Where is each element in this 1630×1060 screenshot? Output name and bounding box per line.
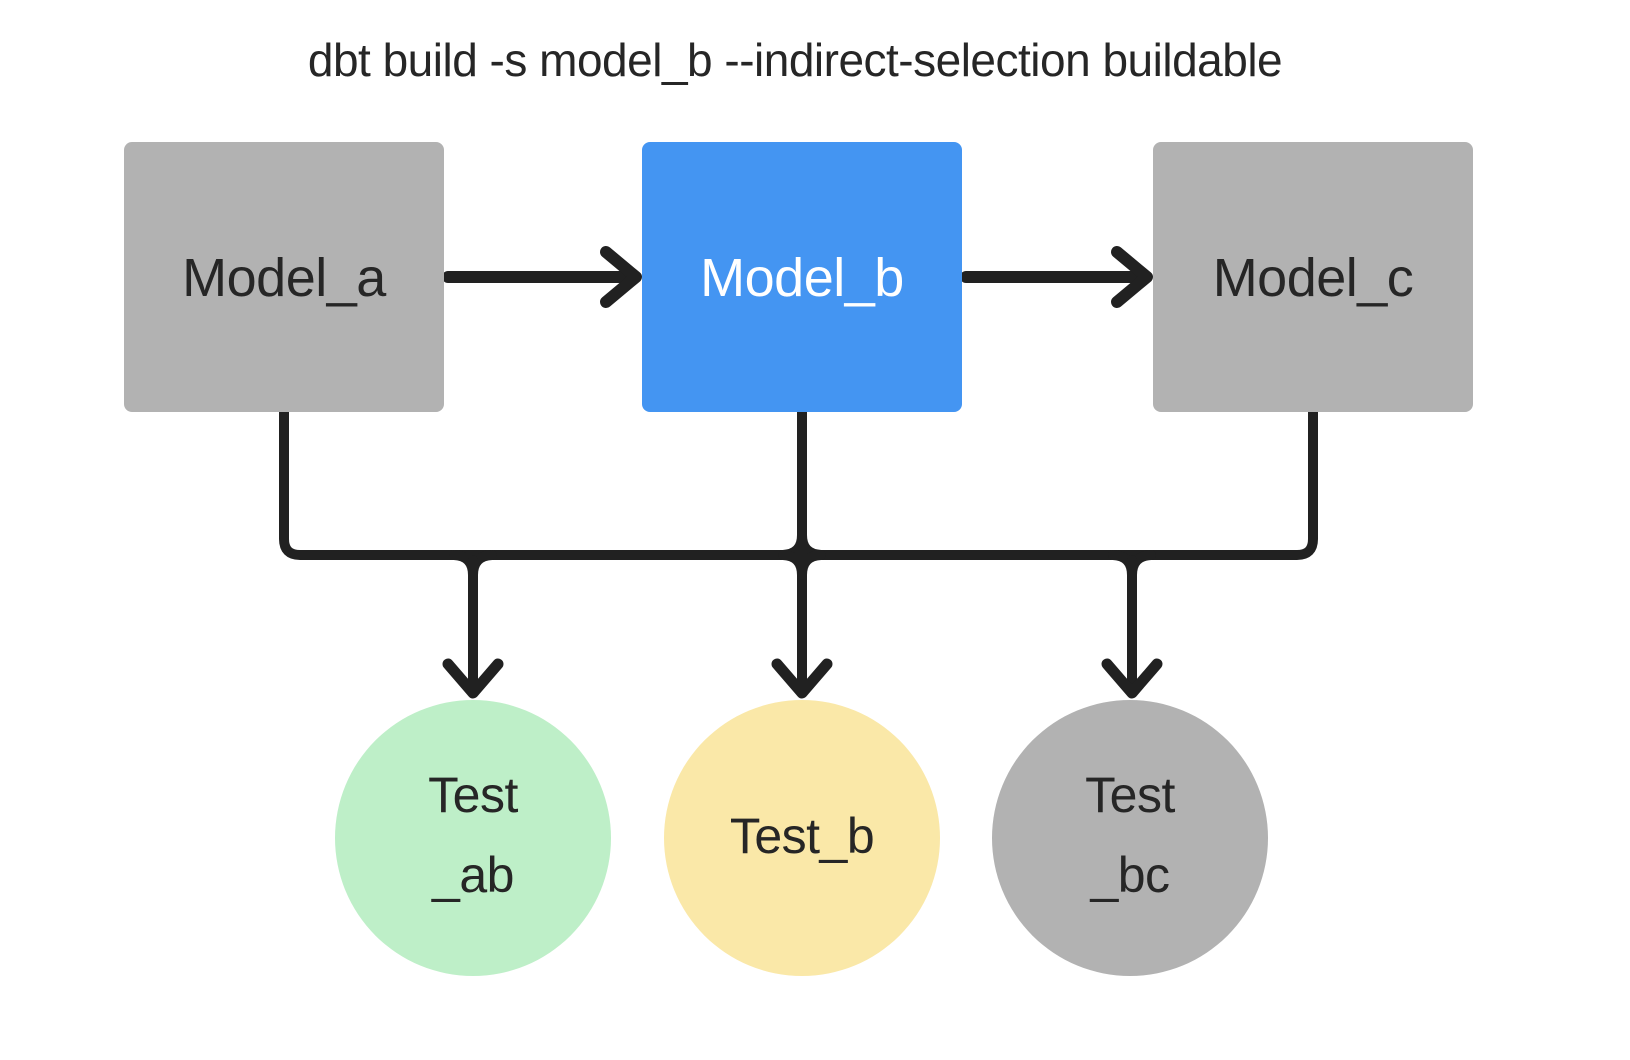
node-test-bc-label-line1: Test	[1085, 767, 1175, 823]
test-edge-tree	[279, 407, 1318, 699]
node-model-b-label: Model_b	[700, 248, 904, 308]
model-arrows	[442, 246, 1153, 308]
node-test-ab	[335, 700, 611, 976]
node-model-c	[1153, 142, 1473, 412]
diagram-title: dbt build -s model_b --indirect-selectio…	[308, 34, 1282, 86]
node-test-bc	[992, 700, 1268, 976]
node-model-b-selected	[642, 142, 962, 412]
node-test-b-label: Test_b	[730, 808, 874, 864]
test-nodes: Test _ab Test_b Test _bc	[335, 700, 1268, 976]
node-model-a	[124, 142, 444, 412]
arrowhead-test-bc-icon	[1101, 658, 1163, 699]
model-nodes: Model_a Model_b Model_c	[124, 142, 1473, 412]
node-model-c-label: Model_c	[1213, 248, 1414, 308]
node-model-a-label: Model_a	[182, 248, 387, 308]
arrowhead-model-b-to-model-c-icon	[1111, 246, 1153, 308]
bus-junction-fillet-center-bottom	[778, 550, 826, 580]
node-test-b	[664, 700, 940, 976]
node-test-ab-label-line1: Test	[428, 767, 518, 823]
node-test-ab-label-line2: _ab	[431, 847, 514, 903]
arrowhead-test-b-icon	[771, 658, 833, 699]
arrowhead-model-a-to-model-b-icon	[600, 246, 642, 308]
node-test-bc-label-line2: _bc	[1089, 847, 1169, 903]
arrowhead-test-ab-icon	[442, 658, 504, 699]
